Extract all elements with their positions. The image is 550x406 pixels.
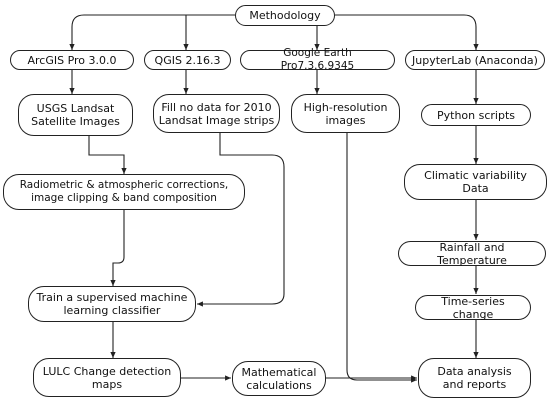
node-climatic-data: Climatic variability Data	[404, 164, 547, 200]
node-time-series: Time-series change	[415, 295, 531, 321]
edge-root-to-arcgis	[69, 14, 235, 50]
node-train-classifier: Train a supervised machine learning clas…	[28, 286, 196, 322]
node-corrections: Radiometric & atmospheric corrections, i…	[3, 174, 245, 210]
node-mathematical-calculations: Mathematical calculations	[232, 361, 326, 396]
node-google-earth: Google Earth Pro7.3.6.9345	[240, 47, 395, 72]
edge-root-to-jupyter	[335, 14, 479, 50]
node-fill-no-data: Fill no data for 2010 Landsat Image stri…	[153, 94, 280, 133]
edge-highres-to-analysis	[346, 133, 417, 383]
edge-corrections-to-train	[110, 210, 125, 286]
node-python-scripts: Python scripts	[421, 104, 531, 126]
node-rainfall-temperature: Rainfall and Temperature	[398, 241, 546, 267]
node-high-resolution: High-resolution images	[291, 94, 400, 133]
node-lulc-maps: LULC Change detection maps	[33, 358, 181, 397]
edge-landsat-to-corrections	[88, 136, 127, 174]
node-landsat: USGS Landsat Satellite Images	[18, 94, 133, 136]
node-data-analysis: Data analysis and reports	[418, 358, 531, 398]
node-methodology: Methodology	[235, 5, 335, 26]
node-arcgis: ArcGIS Pro 3.0.0	[10, 50, 134, 70]
node-jupyter: JupyterLab (Anaconda)	[405, 50, 545, 70]
edge-fill-to-train	[197, 133, 285, 307]
node-qgis: QGIS 2.16.3	[144, 50, 231, 70]
